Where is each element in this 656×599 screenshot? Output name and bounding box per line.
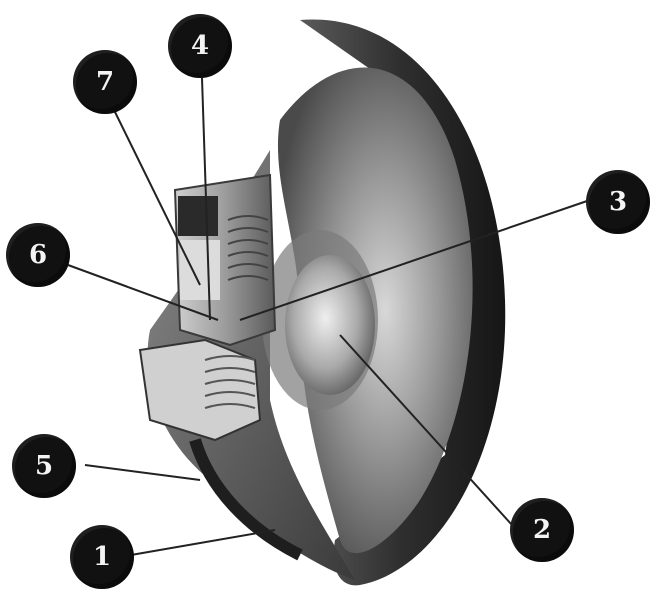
callout-7: 7 xyxy=(73,50,137,114)
callout-1-label: 1 xyxy=(93,544,111,570)
dust-cap xyxy=(285,255,375,395)
callout-2: 2 xyxy=(510,498,574,562)
callout-3: 3 xyxy=(586,170,650,234)
leader-line-5 xyxy=(85,465,200,480)
callout-5: 5 xyxy=(12,434,76,498)
magnet-top-block xyxy=(178,196,218,236)
callout-4: 4 xyxy=(168,14,232,78)
callout-1: 1 xyxy=(70,525,134,589)
magnet-front-slab xyxy=(180,240,220,300)
callout-4-label: 4 xyxy=(191,33,209,59)
callout-2-label: 2 xyxy=(533,517,551,543)
callout-7-label: 7 xyxy=(96,69,114,95)
callout-6-label: 6 xyxy=(29,242,47,268)
callout-3-label: 3 xyxy=(609,189,627,215)
lower-pole-piece xyxy=(140,340,260,440)
leader-line-1 xyxy=(131,530,275,555)
callout-5-label: 5 xyxy=(35,453,53,479)
callout-6: 6 xyxy=(6,223,70,287)
